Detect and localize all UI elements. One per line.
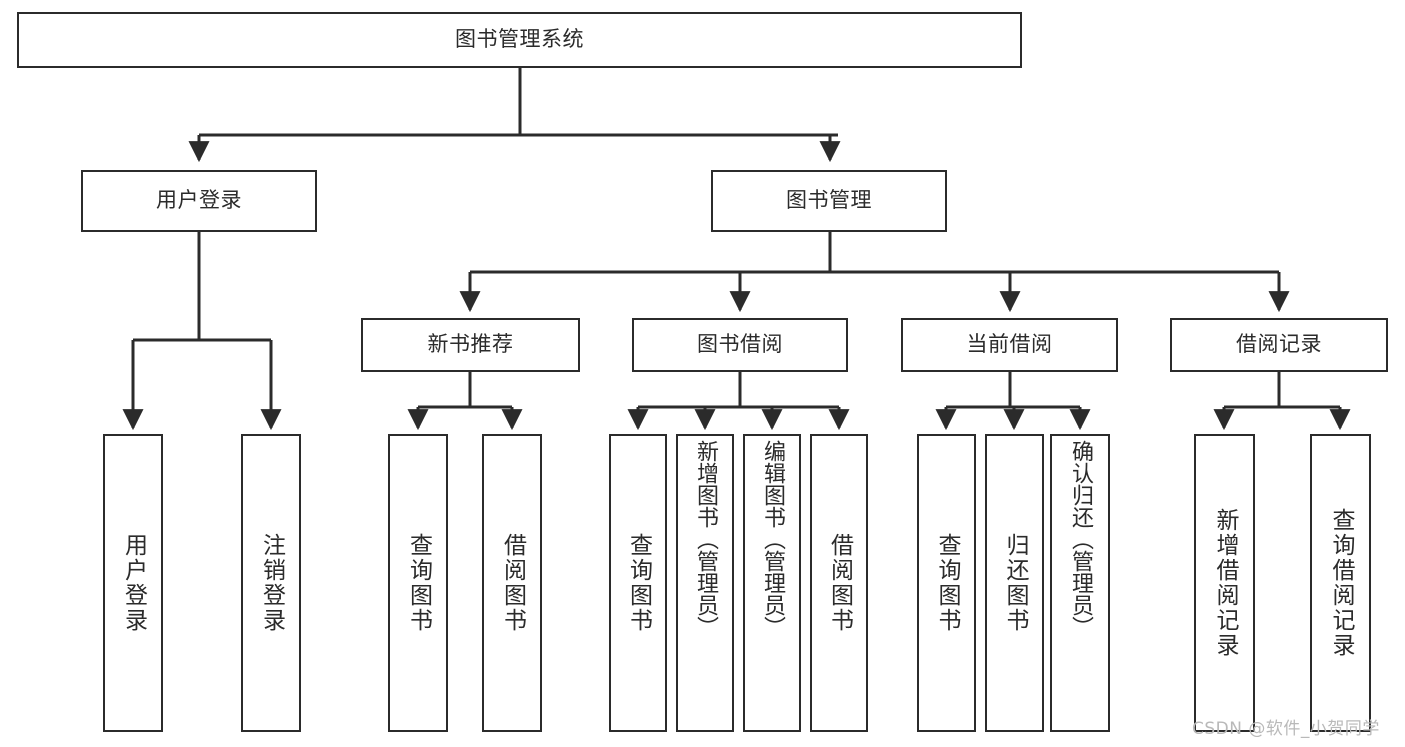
- node-borrow-record[interactable]: 借阅记录: [1170, 318, 1388, 372]
- leaf-user-login-logout[interactable]: 注销登录: [241, 434, 301, 732]
- node-root-book-management-system[interactable]: 图书管理系统: [17, 12, 1022, 68]
- node-label: 查询图书: [934, 533, 960, 633]
- node-label: 图书管理系统: [455, 27, 584, 52]
- node-label: 归还图书: [1002, 533, 1028, 633]
- node-label: 新增借阅记录: [1212, 508, 1238, 658]
- node-current-borrow[interactable]: 当前借阅: [901, 318, 1118, 372]
- node-label: 注销登录: [258, 533, 285, 633]
- node-label: 新增图书（管理员）: [693, 440, 718, 638]
- node-label: 当前借阅: [966, 332, 1053, 357]
- node-label: 借阅记录: [1236, 332, 1322, 357]
- leaf-book-borrow-query-book[interactable]: 查询图书: [609, 434, 667, 732]
- node-book-borrow[interactable]: 图书借阅: [632, 318, 848, 372]
- node-label: 图书借阅: [697, 332, 783, 357]
- leaf-book-borrow-edit-book-admin[interactable]: 编辑图书（管理员）: [743, 434, 801, 732]
- node-label: 用户登录: [120, 533, 147, 633]
- node-label: 编辑图书（管理员）: [760, 440, 785, 638]
- leaf-borrow-record-query-record[interactable]: 查询借阅记录: [1310, 434, 1371, 732]
- node-user-login[interactable]: 用户登录: [81, 170, 317, 232]
- leaf-book-borrow-add-book-admin[interactable]: 新增图书（管理员）: [676, 434, 734, 732]
- leaf-current-borrow-confirm-return-admin[interactable]: 确认归还（管理员）: [1050, 434, 1110, 732]
- leaf-new-book-query-book[interactable]: 查询图书: [388, 434, 448, 732]
- node-label: 查询图书: [405, 533, 432, 633]
- node-label: 图书管理: [786, 188, 872, 213]
- node-label: 借阅图书: [826, 533, 853, 633]
- node-new-book-recommend[interactable]: 新书推荐: [361, 318, 580, 372]
- node-label: 借阅图书: [499, 533, 526, 633]
- leaf-user-login-login[interactable]: 用户登录: [103, 434, 163, 732]
- csdn-watermark: CSDN @软件_小贺同学: [1192, 719, 1380, 739]
- node-label: 用户登录: [156, 188, 242, 213]
- node-label: 新书推荐: [427, 332, 514, 357]
- leaf-current-borrow-return-book[interactable]: 归还图书: [985, 434, 1044, 732]
- leaf-new-book-borrow-book[interactable]: 借阅图书: [482, 434, 542, 732]
- node-book-management[interactable]: 图书管理: [711, 170, 947, 232]
- leaf-current-borrow-query-book[interactable]: 查询图书: [917, 434, 976, 732]
- leaf-book-borrow-borrow-book[interactable]: 借阅图书: [810, 434, 868, 732]
- leaf-borrow-record-add-record[interactable]: 新增借阅记录: [1194, 434, 1255, 732]
- node-label: 查询借阅记录: [1328, 508, 1354, 658]
- node-label: 确认归还（管理员）: [1068, 440, 1093, 638]
- node-label: 查询图书: [625, 533, 652, 633]
